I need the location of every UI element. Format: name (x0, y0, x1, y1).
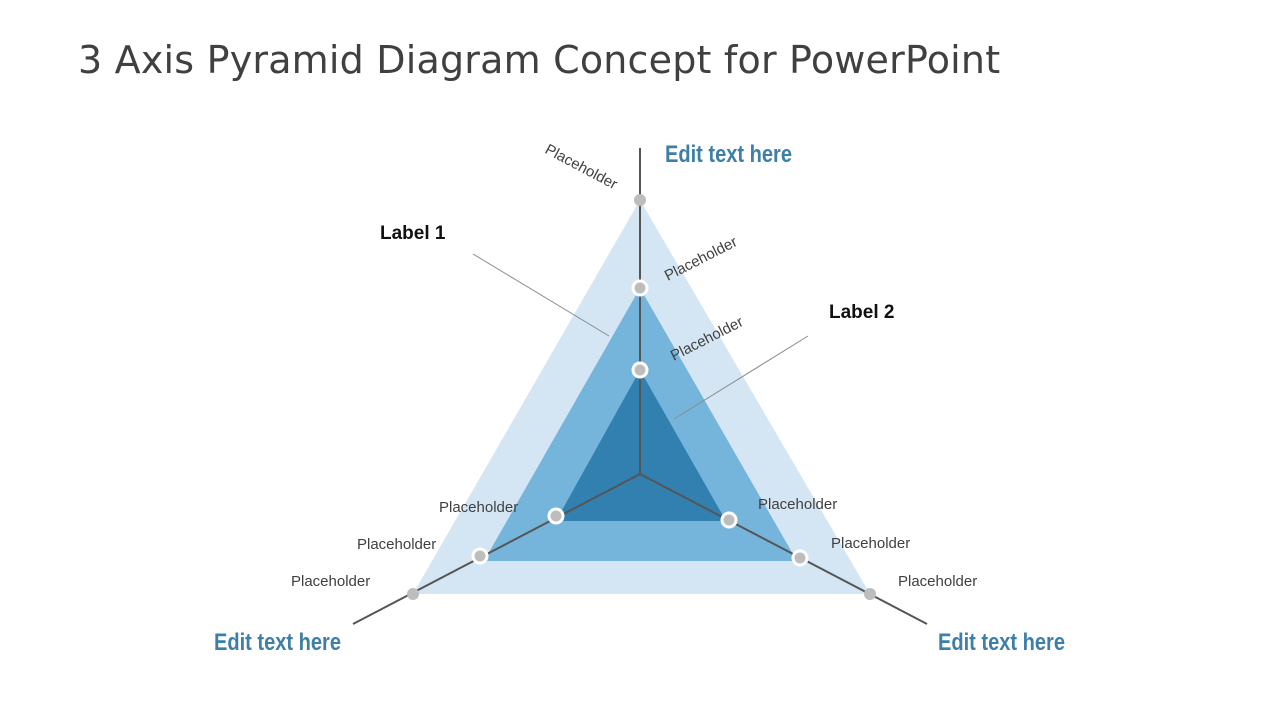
marker-top-inner (631, 361, 649, 379)
axis-top-title: Edit text here (665, 141, 792, 168)
label-2: Label 2 (829, 302, 894, 323)
marker-top-outer (634, 194, 646, 206)
marker-left-inner (547, 507, 565, 525)
placeholder-right-inner: Placeholder (758, 496, 837, 513)
marker-right-outer (864, 588, 876, 600)
label-1-leader-line (472, 253, 610, 337)
marker-right-middle (791, 549, 809, 567)
marker-left-outer (407, 588, 419, 600)
axis-right-title: Edit text here (938, 629, 1065, 656)
slide-title: 3 Axis Pyramid Diagram Concept for Power… (78, 38, 1001, 82)
label-2-leader-line (673, 335, 809, 420)
axis-left-title: Edit text here (214, 629, 341, 656)
placeholder-left-outer: Placeholder (291, 573, 370, 590)
placeholder-top-outer: Placeholder (542, 141, 620, 193)
axis-markers (407, 194, 876, 600)
axis-right (639, 473, 928, 625)
marker-left-middle (471, 547, 489, 565)
label-1: Label 1 (380, 223, 446, 244)
placeholder-right-middle: Placeholder (831, 535, 910, 552)
placeholder-left-middle: Placeholder (357, 536, 436, 553)
placeholder-left-inner: Placeholder (439, 499, 518, 516)
marker-right-inner (720, 511, 738, 529)
placeholder-right-outer: Placeholder (898, 573, 977, 590)
axis-left (352, 473, 641, 625)
marker-top-middle (631, 279, 649, 297)
